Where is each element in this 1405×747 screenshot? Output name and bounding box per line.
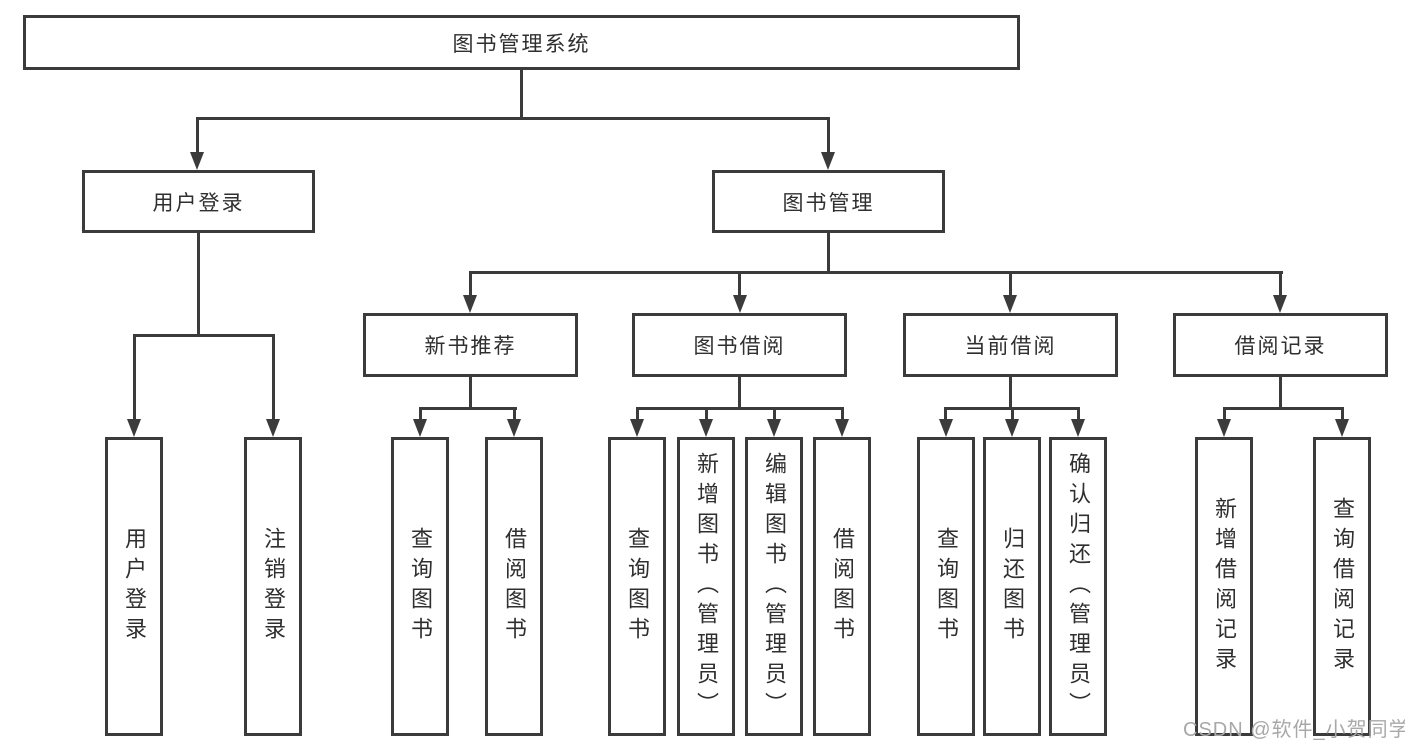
node-label: 图书借阅 [693,335,786,358]
node-book-management: 图书管理 [712,170,945,233]
connector-line [520,70,523,120]
node-leaf-rec-borrow-book: 借阅图书 [485,437,543,736]
connector-line [419,407,517,410]
node-leaf-logout: 注销登录 [244,437,302,736]
connector-line [133,334,275,337]
connector-line [1279,377,1282,409]
connector-line [133,334,136,421]
node-book-borrow: 图书借阅 [632,313,847,377]
node-label: 借阅图书 [502,526,527,647]
node-label: 用户登录 [122,526,147,647]
connector-line [1223,407,1344,410]
connector-arrowhead [733,295,747,313]
connector-arrowhead [507,419,521,437]
connector-line [944,407,947,422]
connector-line [1011,407,1014,422]
node-leaf-cb-return-book: 归还图书 [983,437,1041,736]
connector-line [1009,377,1012,409]
connector-line [469,271,472,297]
connector-line [827,233,830,274]
node-leaf-br-add-record: 新增借阅记录 [1195,437,1253,736]
connector-arrowhead [1003,295,1017,313]
node-label: 查询图书 [408,526,433,647]
node-label: 确认归还（管理员） [1066,451,1091,722]
node-label: 当前借阅 [964,335,1057,358]
connector-line [738,271,741,297]
node-leaf-user-login: 用户登录 [105,437,163,736]
connector-arrowhead [699,419,713,437]
node-leaf-bb-query-book: 查询图书 [608,437,666,736]
connector-line [1077,407,1080,422]
connector-line [196,117,830,120]
node-borrow-records: 借阅记录 [1173,313,1388,377]
connector-arrowhead [1005,419,1019,437]
node-label: 查询图书 [934,526,959,647]
connector-line [419,407,422,422]
connector-arrowhead [413,419,427,437]
connector-line [1341,407,1344,422]
connector-line [827,117,830,154]
connector-line [196,117,199,154]
node-label: 新增图书（管理员） [694,451,719,722]
node-leaf-bb-add-book-admin: 新增图书（管理员） [677,437,735,736]
connector-line [773,407,776,422]
node-label: 新增借阅记录 [1212,496,1237,677]
connector-line [738,377,741,409]
node-label: 图书管理 [782,191,875,215]
node-leaf-bb-edit-book-admin: 编辑图书（管理员） [745,437,803,736]
node-label: 新书推荐 [424,335,517,358]
connector-line [197,233,200,337]
connector-line [636,407,844,410]
connector-line [469,271,1283,274]
node-leaf-bb-borrow-book: 借阅图书 [813,437,871,736]
connector-arrowhead [463,295,477,313]
connector-line [272,334,275,421]
connector-arrowhead [939,419,953,437]
connector-line [1279,271,1282,297]
connector-arrowhead [1071,419,1085,437]
connector-arrowhead [1335,419,1349,437]
node-label: 用户登录 [152,191,245,215]
csdn-watermark: CSDN @软件_小贺同学 [1183,719,1405,741]
connector-line [1223,407,1226,422]
connector-arrowhead [1273,295,1287,313]
connector-line [513,407,516,422]
node-leaf-br-query-record: 查询借阅记录 [1313,437,1371,736]
node-root-system: 图书管理系统 [23,15,1020,70]
node-label: 图书管理系统 [452,32,591,56]
node-label: 编辑图书（管理员） [762,451,787,722]
node-label: 归还图书 [1000,526,1025,647]
connector-arrowhead [190,152,204,170]
node-current-borrow: 当前借阅 [903,313,1118,377]
node-new-book-recommend: 新书推荐 [363,313,578,377]
connector-arrowhead [127,419,141,437]
node-leaf-cb-query-book: 查询图书 [917,437,975,736]
node-label: 借阅图书 [830,526,855,647]
connector-arrowhead [1217,419,1231,437]
node-label: 借阅记录 [1234,335,1327,358]
node-label: 注销登录 [261,526,286,647]
connector-arrowhead [821,152,835,170]
connector-line [841,407,844,422]
connector-arrowhead [630,419,644,437]
connector-line [636,407,639,422]
node-label: 查询图书 [625,526,650,647]
node-leaf-cb-confirm-return-admin: 确认归还（管理员） [1049,437,1107,736]
node-leaf-rec-query-book: 查询图书 [391,437,449,736]
connector-arrowhead [835,419,849,437]
connector-line [1009,271,1012,297]
node-label: 查询借阅记录 [1330,496,1355,677]
node-user-login-branch: 用户登录 [82,170,315,233]
connector-arrowhead [767,419,781,437]
connector-line [705,407,708,422]
connector-arrowhead [266,419,280,437]
connector-line [469,377,472,409]
